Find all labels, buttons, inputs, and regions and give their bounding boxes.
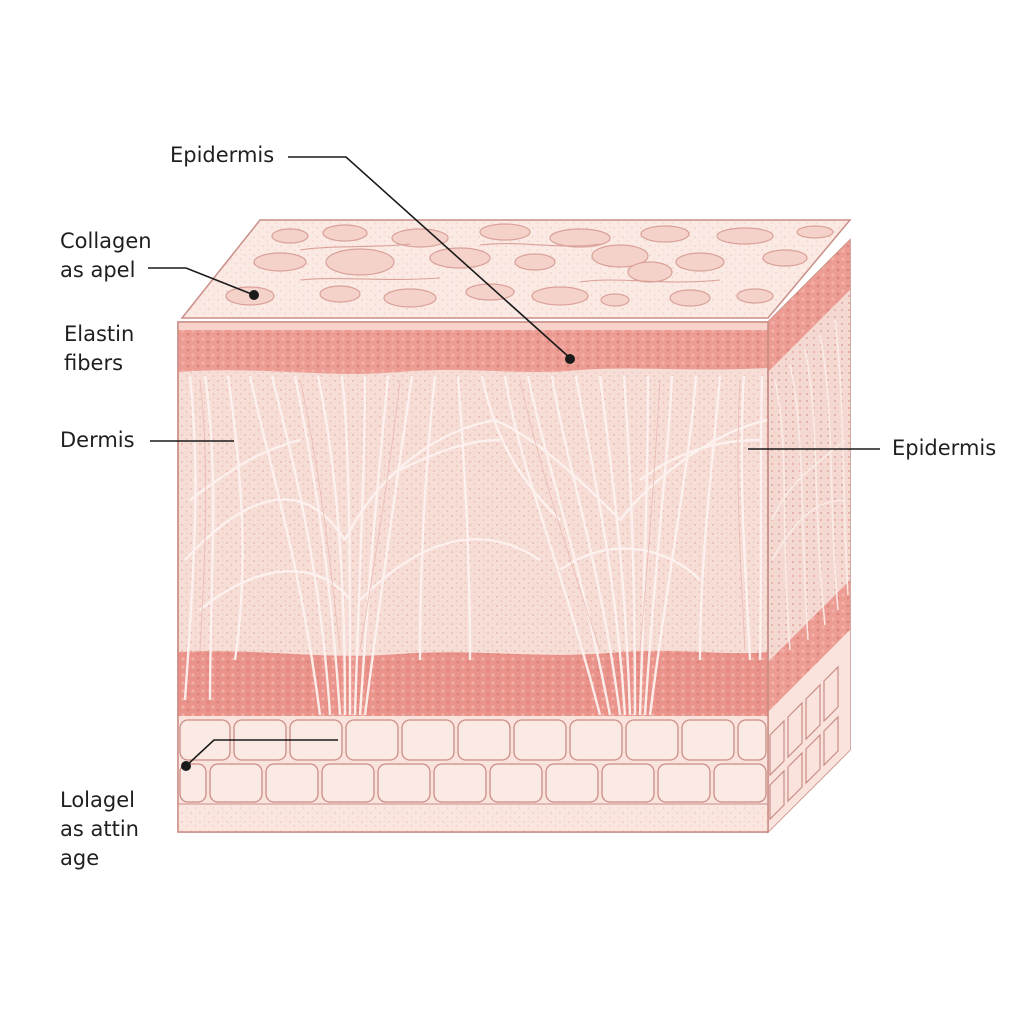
- label-line: Epidermis: [170, 143, 275, 167]
- label-epidermis-right: Epidermis: [892, 434, 996, 463]
- leader-bottom: [185, 739, 338, 767]
- label-elastin-fibers: Elastin fibers: [64, 320, 134, 378]
- block-top-face: [180, 219, 852, 319]
- label-line: as attin: [60, 817, 139, 841]
- leader-dot-collagen: [249, 290, 259, 300]
- leader-dot-bottom: [181, 761, 191, 771]
- label-collagen: Collagen as apel: [60, 227, 152, 285]
- elastin-fibers: [183, 375, 768, 716]
- label-line: Lolagel: [60, 788, 135, 812]
- label-line: Dermis: [60, 428, 135, 452]
- basal-cell-row-1: [179, 719, 767, 761]
- label-line: Elastin: [64, 322, 135, 346]
- label-line: Collagen: [60, 229, 152, 253]
- leader-collagen: [148, 267, 255, 296]
- block-side-face: [767, 238, 851, 834]
- leader-lines: [148, 156, 880, 767]
- label-line: fibers: [64, 351, 124, 375]
- leader-epidermis-top: [288, 156, 571, 359]
- label-line: age: [60, 846, 100, 870]
- block-front-face: [177, 321, 769, 833]
- leader-dot-epidermis-top: [565, 354, 575, 364]
- epidermis-cell-blobs: [225, 223, 834, 308]
- label-dermis: Dermis: [60, 426, 135, 455]
- label-bottom-layer: Lolagel as attin age: [60, 786, 139, 873]
- label-line: Epidermis: [892, 436, 997, 460]
- basal-cell-row-2: [179, 763, 767, 803]
- label-line: as apel: [60, 258, 136, 282]
- label-epidermis-top: Epidermis: [170, 141, 274, 170]
